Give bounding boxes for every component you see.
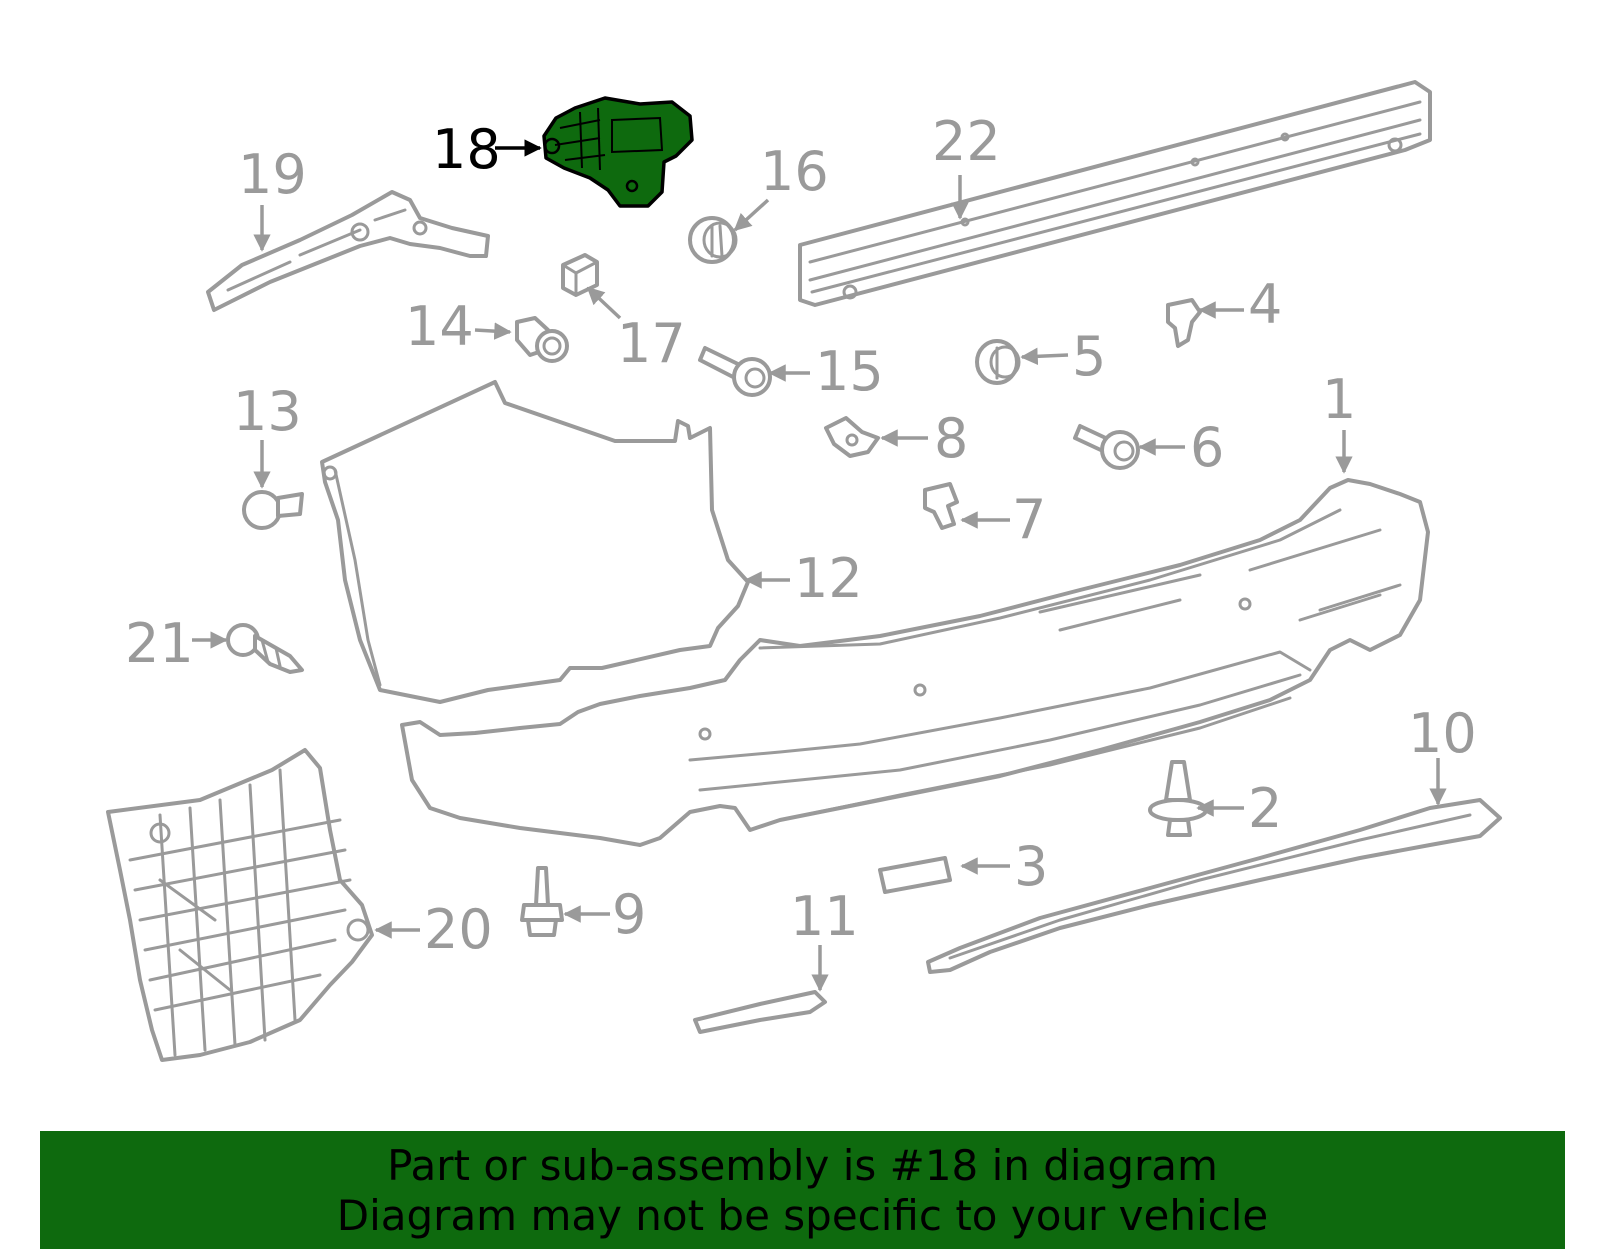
part-11-reflector[interactable] [693,990,827,1034]
part-17-block[interactable] [561,253,599,297]
part-13-push-pin[interactable] [242,490,304,530]
callout-19: 19 [238,143,307,206]
callout-6: 6 [1190,416,1224,479]
part-9-screw[interactable] [520,866,564,937]
callout-3: 3 [1014,835,1048,898]
part-10-lower-trim[interactable] [926,798,1502,974]
callout-18-highlighted: 18 [432,118,501,181]
callout-1: 1 [1322,368,1356,431]
part-21-clip[interactable] [226,623,304,674]
callout-15: 15 [815,340,884,403]
part-2-clip[interactable] [1148,760,1208,837]
callout-14: 14 [405,295,474,358]
callout-8: 8 [934,407,968,470]
part-12-side-cover[interactable] [320,380,750,704]
callout-2: 2 [1248,777,1282,840]
info-banner: Part or sub-assembly is #18 in diagram D… [40,1131,1565,1249]
part-19-side-bracket[interactable] [206,190,490,312]
callout-13: 13 [233,380,302,443]
callout-labels: 1 2 3 4 5 6 7 8 9 10 11 12 13 14 15 16 1… [125,110,1477,961]
callout-10: 10 [1408,702,1477,765]
part-22-reinforcement-beam[interactable] [798,80,1432,307]
part-6-bolt[interactable] [1073,424,1140,470]
banner-line-2: Diagram may not be specific to your vehi… [336,1191,1269,1240]
part-18-bracket-highlighted[interactable] [542,96,694,208]
callout-16: 16 [760,140,829,203]
part-1-bumper-cover[interactable] [400,478,1430,847]
part-5-grommet[interactable] [975,339,1021,385]
callout-9: 9 [612,883,646,946]
part-8-nut[interactable] [824,416,880,458]
part-15-bolt[interactable] [698,346,772,397]
part-20-bracket[interactable] [106,748,374,1062]
callout-11: 11 [790,885,859,948]
callout-7: 7 [1012,488,1046,551]
callout-22: 22 [932,110,1001,173]
part-4-clip[interactable] [1166,298,1202,348]
leader-arrows [192,139,1447,992]
part-7-retainer[interactable] [923,482,959,530]
callout-12: 12 [794,547,863,610]
part-3-pad[interactable] [878,856,952,894]
callout-21: 21 [125,612,194,675]
banner-line-1: Part or sub-assembly is #18 in diagram [387,1141,1218,1190]
part-14-clip[interactable] [515,316,569,363]
callout-17: 17 [617,312,686,375]
callout-5: 5 [1072,325,1106,388]
part-16-grommet[interactable] [688,216,738,264]
callout-20: 20 [424,898,493,961]
callout-4: 4 [1248,273,1282,336]
